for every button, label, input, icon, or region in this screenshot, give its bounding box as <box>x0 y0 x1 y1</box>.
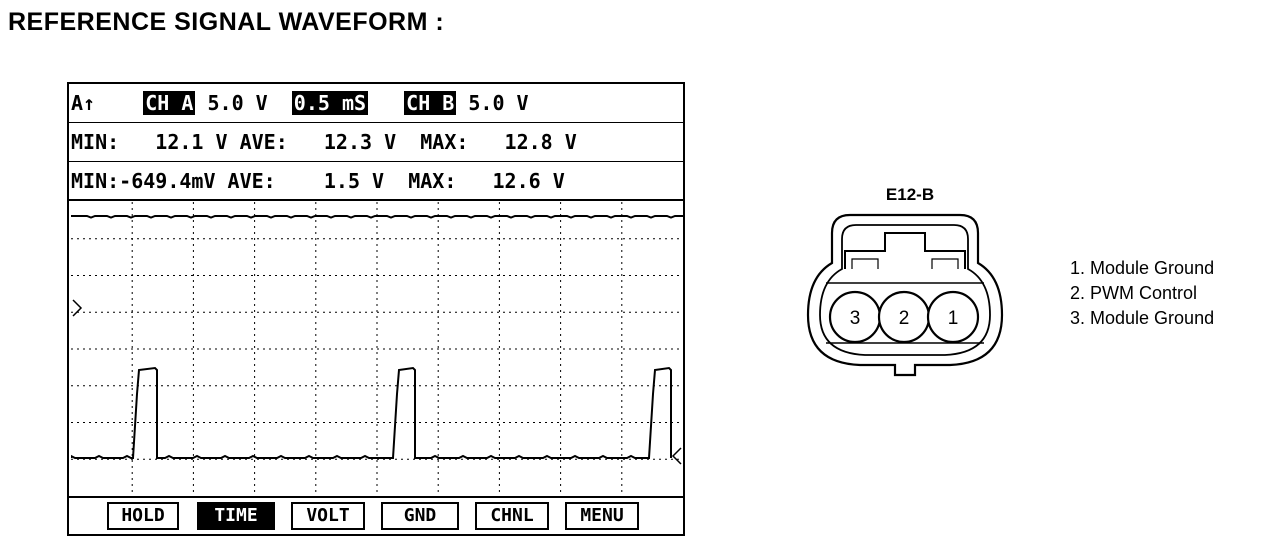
scope-grid <box>71 202 683 496</box>
connector-inner-outline <box>819 224 991 356</box>
ch-b-waveform <box>71 366 672 459</box>
timebase-value: 0.5 mS <box>291 91 369 115</box>
volt-button[interactable]: VOLT <box>291 502 365 530</box>
pin-2-label: 2 <box>899 308 910 329</box>
ch-a-max-label: MAX: <box>420 130 469 154</box>
ch-b-ave: 1.5 V <box>323 169 385 193</box>
ch-a-ave-label: AVE: <box>239 130 288 154</box>
page-title: REFERENCE SIGNAL WAVEFORM : <box>8 8 445 36</box>
legend-item-1: 1. Module Ground <box>1070 258 1215 278</box>
menu-button[interactable]: MENU <box>565 502 639 530</box>
ch-a-stats-row: MIN: 12.1 V AVE: 12.3 V MAX: 12.8 V <box>71 127 577 157</box>
legend-item-3: 3. Module Ground <box>1070 308 1215 328</box>
time-button[interactable]: TIME <box>197 502 275 530</box>
ch-b-label: CH B <box>404 91 457 115</box>
connector-e12b-diagram: 3 2 1 <box>806 213 1004 377</box>
hold-button[interactable]: HOLD <box>107 502 179 530</box>
trigger-indicator: A↑ <box>71 91 96 115</box>
connector-label: E12-B <box>885 185 935 204</box>
ch-a-ave: 12.3 V <box>323 130 397 154</box>
pin-3-label: 3 <box>850 308 861 329</box>
gnd-button[interactable]: GND <box>381 502 459 530</box>
ch-b-min-label: MIN: <box>71 169 120 193</box>
softkey-bar: HOLD TIME VOLT GND CHNL MENU <box>69 496 683 538</box>
ch-b-ave-label: AVE: <box>227 169 276 193</box>
ch-b-max-label: MAX: <box>408 169 457 193</box>
ch-a-min-label: MIN: <box>71 130 120 154</box>
ch-a-scale: 5.0 V <box>207 91 268 115</box>
pin-legend: 1. Module Ground 2. PWM Control 3. Modul… <box>1070 256 1214 331</box>
scope-header-row: A↑ CH A 5.0 V 0.5 mS CH B 5.0 V <box>71 88 529 118</box>
connector-latch <box>844 232 966 269</box>
ch-b-min: -649.4mV <box>119 169 216 193</box>
ch-b-stats-row: MIN:-649.4mV AVE: 1.5 V MAX: 12.6 V <box>71 166 565 196</box>
ch-a-max: 12.8 V <box>504 130 577 154</box>
ch-a-waveform <box>71 215 683 219</box>
oscilloscope-screen: A↑ CH A 5.0 V 0.5 mS CH B 5.0 V MIN: 12.… <box>67 82 685 536</box>
ch-a-label: CH A <box>143 91 196 115</box>
ch-b-max: 12.6 V <box>492 169 565 193</box>
pin-1 <box>926 290 980 344</box>
ch-a-min: 12.1 V <box>155 130 228 154</box>
connector-outline <box>806 213 1004 377</box>
ch-a-ground-marker-icon <box>72 299 83 317</box>
chnl-button[interactable]: CHNL <box>475 502 549 530</box>
waveform-plot <box>71 202 683 496</box>
ch-b-ground-marker-icon <box>671 447 682 465</box>
ch-b-scale: 5.0 V <box>468 91 529 115</box>
legend-item-2: 2. PWM Control <box>1070 283 1198 303</box>
pin-1-label: 1 <box>948 308 959 329</box>
